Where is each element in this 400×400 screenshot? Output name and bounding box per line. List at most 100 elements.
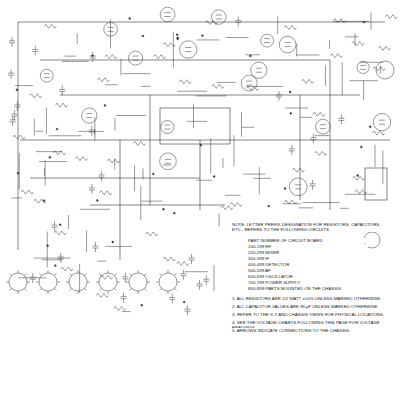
schematic-stroke [300, 117, 312, 118]
schematic-stroke [54, 288, 56, 290]
schematic-stroke [246, 81, 252, 85]
schematic-stroke [138, 291, 139, 294]
schematic-stroke [165, 159, 171, 163]
schematic-stroke [10, 274, 12, 276]
schematic-stroke [140, 186, 141, 220]
schematic-stroke [259, 167, 260, 194]
schematic-stroke [197, 280, 203, 290]
schematic-stroke [45, 160, 46, 185]
schematic-stroke [126, 282, 129, 283]
schematic-stroke [24, 274, 26, 276]
schematic-stroke [133, 141, 145, 145]
schematic-stroke [86, 230, 87, 252]
schematic-stroke [163, 257, 175, 261]
note-text: 2. ALL CAPACITOR VALUES ARE IN µF UNLESS… [232, 304, 392, 309]
schematic-stroke [18, 291, 19, 294]
schematic-stroke [9, 37, 15, 47]
schematic-stroke [8, 69, 14, 79]
schematic-stroke [338, 114, 344, 124]
schematic-stroke [163, 164, 172, 165]
schematic-stroke [79, 264, 80, 293]
circuit-table-text: 200-299 MIXER [248, 250, 368, 255]
schematic-stroke [340, 208, 349, 209]
schematic-stroke [261, 34, 274, 47]
schematic-stroke [363, 81, 364, 101]
circuit-table-text: 400-499 DETECTOR [248, 262, 368, 267]
schematic-stroke [128, 51, 142, 65]
schematic-stroke [94, 117, 95, 135]
schematic-stroke [276, 91, 282, 101]
schematic-stroke [141, 201, 162, 202]
schematic-stroke [54, 274, 56, 276]
schematic-stroke [40, 69, 53, 82]
schematic-stroke [168, 291, 169, 294]
schematic-stroke [121, 293, 127, 303]
schematic-stroke [352, 176, 364, 180]
schematic-stroke [89, 184, 95, 194]
schematic-stroke [202, 35, 204, 37]
schematic-stroke [110, 19, 111, 48]
schematic-stroke [380, 65, 381, 73]
schematic-stroke [177, 38, 179, 40]
schematic-stroke [19, 153, 20, 190]
circuit-table-text: 600-699 OSCILLATOR [248, 274, 368, 279]
schematic-stroke [352, 41, 364, 45]
schematic-stroke [80, 209, 110, 210]
schematic-stroke [376, 61, 394, 79]
schematic-stroke [104, 23, 118, 37]
schematic-stroke [68, 215, 69, 229]
schematic-stroke [101, 275, 113, 279]
schematic-stroke [70, 288, 72, 290]
schematic-stroke [302, 79, 314, 83]
schematic-stroke [10, 288, 12, 290]
schematic-stroke [130, 274, 132, 276]
schematic-stroke [54, 151, 66, 155]
schematic-stroke [70, 274, 72, 276]
schematic-stroke [78, 291, 79, 294]
schematic-stroke [230, 203, 242, 207]
schematic-stroke [18, 270, 19, 273]
schematic-stroke [97, 261, 106, 262]
schematic-stroke [48, 270, 49, 273]
schematic-stroke [350, 80, 378, 81]
schematic-stroke [185, 48, 191, 52]
schematic-stroke [165, 13, 171, 17]
schematic-stroke [284, 26, 296, 30]
schematic-stroke [54, 265, 56, 267]
schematic-stroke [285, 43, 291, 47]
schematic-stroke [30, 273, 36, 283]
schematic-stroke [193, 105, 194, 129]
schematic-stroke [100, 288, 102, 290]
schematic-stroke [114, 159, 115, 170]
schematic-stroke [303, 202, 340, 203]
schematic-stroke [11, 110, 17, 120]
schematic-stroke [39, 161, 67, 162]
schematic-stroke [253, 178, 271, 179]
schematic-stroke [108, 291, 109, 294]
schematic-stroke [355, 33, 356, 46]
schematic-stroke [177, 262, 189, 266]
schematic-stroke [112, 241, 114, 243]
schematic-stroke [86, 114, 92, 118]
schematic-stroke [40, 288, 42, 290]
schematic-stroke [213, 265, 214, 291]
schematic-stroke [106, 246, 132, 247]
schematic-stroke [48, 291, 49, 294]
schematic-stroke [59, 224, 61, 226]
schematic-stroke [154, 55, 166, 59]
schematic-stroke [147, 282, 150, 283]
schematic-stroke [104, 105, 106, 107]
schematic-stroke [289, 91, 291, 93]
schematic-stroke [17, 172, 19, 174]
schematic-stroke [176, 34, 178, 36]
schematic-stroke [180, 270, 186, 280]
schematic-stroke [226, 37, 249, 38]
schematic-stroke [203, 275, 209, 285]
schematic-stroke [96, 293, 108, 297]
schematic-stroke [11, 197, 22, 198]
schematic-stroke [98, 171, 104, 181]
schematic-stroke [357, 61, 369, 73]
schematic-stroke [122, 273, 128, 283]
schematic-stroke [14, 101, 20, 111]
schematic-stroke [282, 203, 301, 204]
